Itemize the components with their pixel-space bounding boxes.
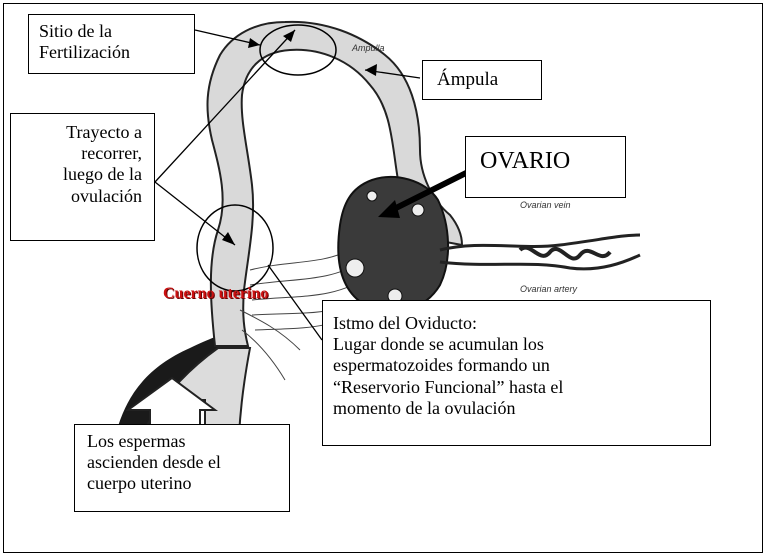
fertilization-site-box: Sitio de la Fertilización <box>28 14 195 74</box>
path-box: Trayecto a recorrer, luego de la ovulaci… <box>10 113 155 241</box>
isthmus-box: Istmo del Oviducto: Lugar donde se acumu… <box>322 300 711 446</box>
ampulla-box: Ámpula <box>422 60 542 100</box>
ovary-box: OVARIO <box>465 136 626 198</box>
sperm-box: Los espermas ascienden desde el cuerpo u… <box>74 424 290 512</box>
ampulla-small-label: Ampulla <box>352 43 385 53</box>
ovarian-artery-label: Ovarian artery <box>520 284 577 294</box>
ovarian-vessels <box>440 235 640 269</box>
ovarian-vein-label: Ovarian vein <box>520 200 571 210</box>
uterine-horn-label: Cuerno uterino <box>163 286 268 303</box>
